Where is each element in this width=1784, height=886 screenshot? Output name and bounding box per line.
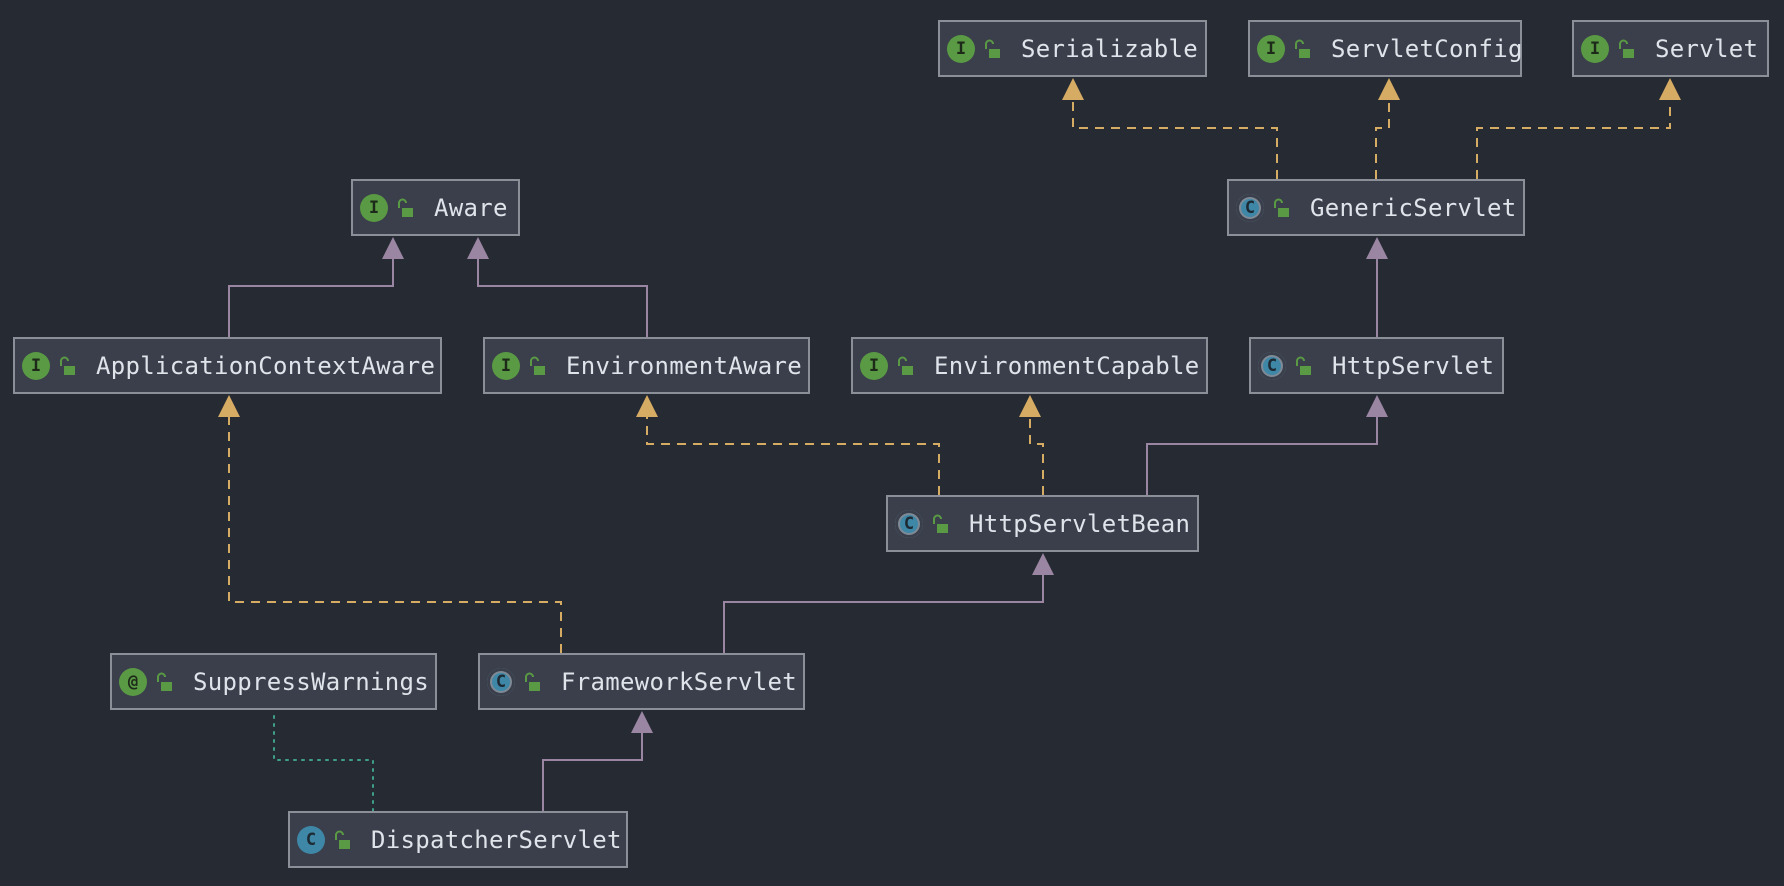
public-access-icon [1296, 356, 1311, 375]
edge-framework-servlet-to-application-context-aware [218, 395, 562, 653]
public-access-icon [1295, 39, 1310, 58]
node-label: ServletConfig [1331, 34, 1523, 63]
public-access-icon [530, 356, 545, 375]
node-suppress-warnings[interactable]: @ SuppressWarnings [110, 653, 437, 710]
arrowhead [1659, 78, 1681, 100]
arrowhead [467, 237, 489, 259]
public-access-icon [525, 672, 540, 691]
interface-icon: I [1581, 34, 1609, 63]
node-http-servlet[interactable]: C HttpServlet [1249, 337, 1504, 394]
edge-line [1146, 417, 1378, 495]
public-access-icon [985, 39, 1000, 58]
abstract-class-icon: C [1258, 351, 1286, 380]
arrowhead [1378, 78, 1400, 100]
interface-icon: I [947, 34, 975, 63]
public-access-icon [898, 356, 913, 375]
interface-icon: I [492, 351, 520, 380]
public-access-icon [60, 356, 75, 375]
edge-dispatcher-servlet-to-framework-servlet [542, 711, 653, 811]
arrowhead [636, 395, 658, 417]
node-generic-servlet[interactable]: C GenericServlet [1227, 179, 1525, 236]
edge-line [477, 259, 648, 337]
edge-line [646, 417, 940, 495]
edge-line [273, 710, 374, 812]
edge-generic-servlet-to-serializable [1062, 78, 1278, 179]
edge-line [228, 417, 562, 653]
node-label: FrameworkServlet [561, 667, 797, 696]
edge-framework-servlet-to-http-servlet-bean [723, 553, 1054, 653]
node-label: HttpServletBean [969, 509, 1191, 538]
edge-line [1476, 100, 1671, 179]
edge-line [228, 259, 394, 337]
abstract-class-icon: C [1236, 193, 1264, 222]
node-label: ApplicationContextAware [96, 351, 436, 380]
node-label: Serializable [1021, 34, 1198, 63]
node-framework-servlet[interactable]: C FrameworkServlet [478, 653, 805, 710]
interface-icon: I [360, 193, 388, 222]
interface-icon: I [1257, 34, 1285, 63]
arrowhead [218, 395, 240, 417]
node-label: SuppressWarnings [193, 667, 429, 696]
edge-environment-aware-to-aware [467, 237, 648, 337]
edge-line [542, 733, 643, 811]
public-access-icon [335, 830, 350, 849]
public-access-icon [1619, 39, 1634, 58]
node-dispatcher-servlet[interactable]: C DispatcherServlet [288, 811, 628, 868]
node-serializable[interactable]: I Serializable [938, 20, 1207, 77]
edge-line [1029, 417, 1044, 495]
node-servlet[interactable]: I Servlet [1572, 20, 1769, 77]
edge-http-servlet-bean-to-environment-capable [1019, 395, 1044, 495]
arrowhead [1366, 395, 1388, 417]
node-environment-aware[interactable]: I EnvironmentAware [483, 337, 810, 394]
annotation-icon: @ [119, 667, 147, 696]
node-label: Aware [434, 193, 508, 222]
interface-icon: I [860, 351, 888, 380]
arrowhead [1062, 78, 1084, 100]
node-label: Servlet [1655, 34, 1759, 63]
node-servlet-config[interactable]: I ServletConfig [1248, 20, 1522, 77]
class-icon: C [297, 825, 325, 854]
node-label: GenericServlet [1310, 193, 1517, 222]
edge-generic-servlet-to-servlet [1476, 78, 1681, 179]
node-aware[interactable]: I Aware [351, 179, 520, 236]
edge-generic-servlet-to-servlet-config [1375, 78, 1400, 179]
node-label: EnvironmentAware [566, 351, 802, 380]
arrowhead [1366, 237, 1388, 259]
node-application-context-aware[interactable]: I ApplicationContextAware [13, 337, 442, 394]
arrowhead [382, 237, 404, 259]
edge-http-servlet-bean-to-http-servlet [1146, 395, 1388, 495]
node-label: HttpServlet [1332, 351, 1495, 380]
public-access-icon [1274, 198, 1289, 217]
edge-dispatcher-servlet-to-suppress-warnings [273, 710, 374, 812]
abstract-class-icon: C [487, 667, 515, 696]
public-access-icon [157, 672, 172, 691]
arrowhead [631, 711, 653, 733]
edge-line [723, 575, 1044, 653]
node-http-servlet-bean[interactable]: C HttpServletBean [886, 495, 1199, 552]
edge-http-servlet-bean-to-environment-aware [636, 395, 940, 495]
edge-application-context-aware-to-aware [228, 237, 404, 337]
edge-http-servlet-to-generic-servlet [1366, 237, 1388, 337]
node-environment-capable[interactable]: I EnvironmentCapable [851, 337, 1208, 394]
node-label: EnvironmentCapable [934, 351, 1200, 380]
public-access-icon [398, 198, 413, 217]
public-access-icon [933, 514, 948, 533]
arrowhead [1032, 553, 1054, 575]
abstract-class-icon: C [895, 509, 923, 538]
node-label: DispatcherServlet [371, 825, 622, 854]
edge-line [1072, 100, 1278, 179]
interface-icon: I [22, 351, 50, 380]
arrowhead [1019, 395, 1041, 417]
edge-line [1375, 100, 1390, 179]
